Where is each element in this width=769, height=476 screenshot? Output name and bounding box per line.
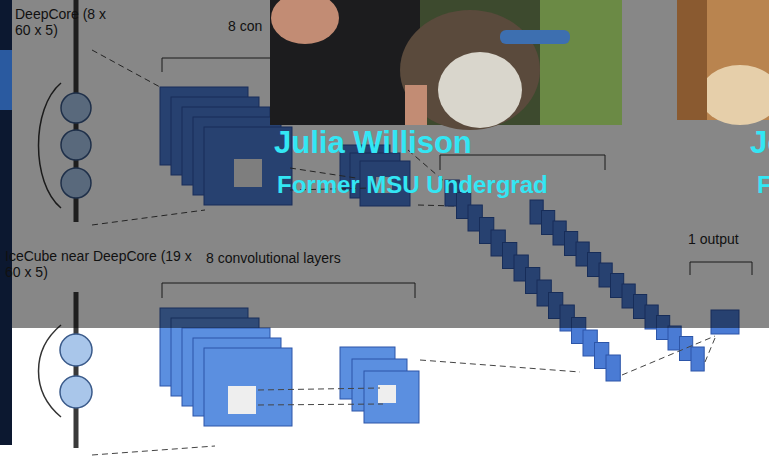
projection-line xyxy=(92,446,215,455)
edge-accent xyxy=(0,50,12,110)
dense-layer xyxy=(691,347,704,371)
projection-line xyxy=(258,404,383,405)
label: Julia Willison xyxy=(274,125,472,161)
string-bracket xyxy=(39,325,62,417)
kernel-window xyxy=(228,386,256,414)
feature-map xyxy=(204,348,292,426)
label: IceCube near DeepCore (19 x 60 x 5) xyxy=(5,248,205,280)
label: 1 output xyxy=(688,231,739,247)
photo-face xyxy=(271,0,339,44)
overlay-panel xyxy=(0,0,769,328)
projection-line xyxy=(420,360,580,372)
label: Former MSU Undergrad xyxy=(277,171,548,199)
kernel-window xyxy=(378,385,396,403)
photo-harness xyxy=(500,30,570,44)
feature-map xyxy=(364,371,419,423)
label: 8 con xyxy=(228,18,262,34)
label: 8 convolutional layers xyxy=(206,250,341,266)
photo-dog xyxy=(400,10,540,130)
photo-dog-chest xyxy=(438,52,522,128)
photo-detail xyxy=(700,65,769,125)
label: For xyxy=(757,171,769,199)
edge-strip xyxy=(0,0,12,445)
projection-line xyxy=(705,338,715,362)
optical-module xyxy=(60,376,92,408)
photo-detail xyxy=(677,0,707,120)
optical-module xyxy=(60,334,92,366)
photo-hand xyxy=(405,85,427,125)
label: Jes xyxy=(750,125,769,161)
label: DeepCore (8 x 60 x 5) xyxy=(15,6,115,38)
projection-line xyxy=(258,388,380,390)
dense-layer xyxy=(606,355,620,381)
projection-line xyxy=(622,336,715,375)
photo-foliage xyxy=(540,0,622,125)
